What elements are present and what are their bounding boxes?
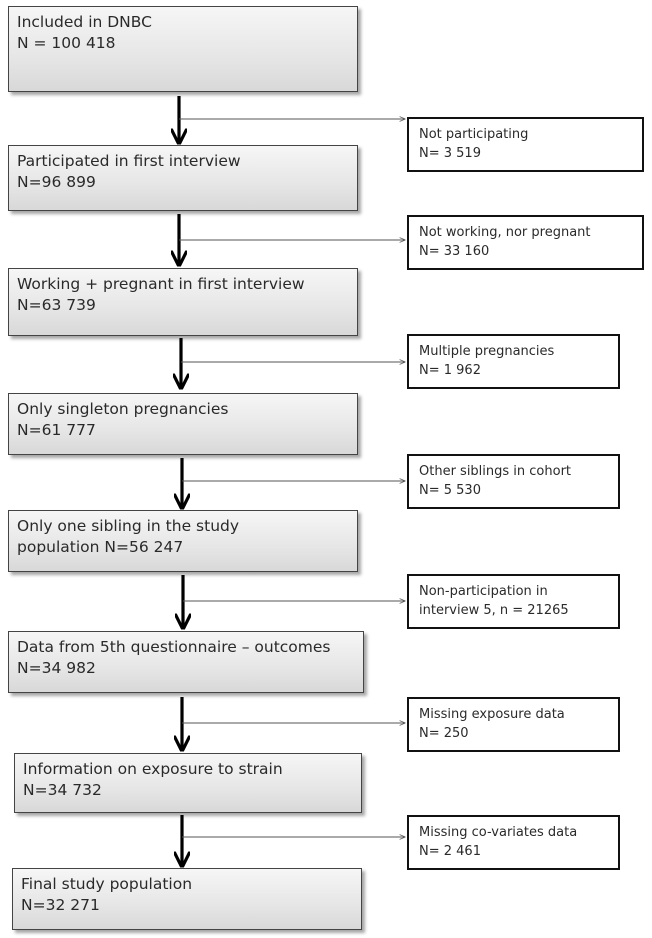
- exclusion-count: N= 2 461: [419, 844, 481, 859]
- main-box-singleton: Only singleton pregnancies N=61 777: [8, 393, 358, 455]
- exclusion-text: Not participating: [419, 127, 529, 142]
- exclusion-count: N= 250: [419, 726, 469, 741]
- box-text: Included in DNBC: [17, 13, 152, 31]
- exclusion-box-missing-exposure: Missing exposure data N= 250: [407, 697, 620, 752]
- main-box-one-sibling: Only one sibling in the study population…: [8, 510, 358, 572]
- exclusion-text: Not working, nor pregnant: [419, 225, 591, 240]
- exclusion-count: interview 5, n = 21265: [419, 603, 569, 618]
- box-count: N=34 732: [23, 781, 102, 799]
- box-count: N=34 982: [17, 659, 96, 677]
- exclusion-box-other-siblings: Other siblings in cohort N= 5 530: [407, 454, 620, 509]
- main-box-exposure: Information on exposure to strain N=34 7…: [14, 753, 362, 813]
- exclusion-count: N= 1 962: [419, 363, 481, 378]
- exclusion-count: N= 3 519: [419, 146, 481, 161]
- box-text: Data from 5th questionnaire – outcomes: [17, 638, 331, 656]
- main-box-included: Included in DNBC N = 100 418: [8, 6, 358, 92]
- exclusion-count: N= 33 160: [419, 244, 490, 259]
- box-count: N = 100 418: [17, 34, 116, 52]
- box-count: N=96 899: [17, 173, 96, 191]
- box-text: Information on exposure to strain: [23, 760, 283, 778]
- exclusion-box-not-working: Not working, nor pregnant N= 33 160: [407, 215, 644, 270]
- box-count: N=32 271: [21, 896, 100, 914]
- box-text: Only one sibling in the study: [17, 517, 240, 535]
- exclusion-text: Missing co-variates data: [419, 825, 578, 840]
- exclusion-box-not-participating: Not participating N= 3 519: [407, 117, 644, 172]
- exclusion-count: N= 5 530: [419, 483, 481, 498]
- main-box-5th-questionnaire: Data from 5th questionnaire – outcomes N…: [8, 631, 364, 693]
- box-count: N=63 739: [17, 296, 96, 314]
- box-text: Working + pregnant in first interview: [17, 275, 305, 293]
- exclusion-text: Other siblings in cohort: [419, 464, 572, 479]
- main-box-final-population: Final study population N=32 271: [12, 868, 362, 930]
- main-box-working-pregnant: Working + pregnant in first interview N=…: [8, 268, 358, 336]
- exclusion-connectors: [179, 119, 405, 837]
- box-text: Final study population: [21, 875, 193, 893]
- exclusion-box-missing-covariates: Missing co-variates data N= 2 461: [407, 815, 620, 870]
- exclusion-text: Missing exposure data: [419, 707, 565, 722]
- exclusion-text: Non-participation in: [419, 584, 548, 599]
- exclusion-text: Multiple pregnancies: [419, 344, 555, 359]
- box-count: population N=56 247: [17, 538, 184, 556]
- exclusion-box-non-participation: Non-participation in interview 5, n = 21…: [407, 574, 620, 629]
- box-text: Only singleton pregnancies: [17, 400, 229, 418]
- exclusion-box-multiple-pregnancies: Multiple pregnancies N= 1 962: [407, 334, 620, 389]
- box-count: N=61 777: [17, 421, 96, 439]
- box-text: Participated in first interview: [17, 152, 241, 170]
- main-box-participated: Participated in first interview N=96 899: [8, 145, 358, 211]
